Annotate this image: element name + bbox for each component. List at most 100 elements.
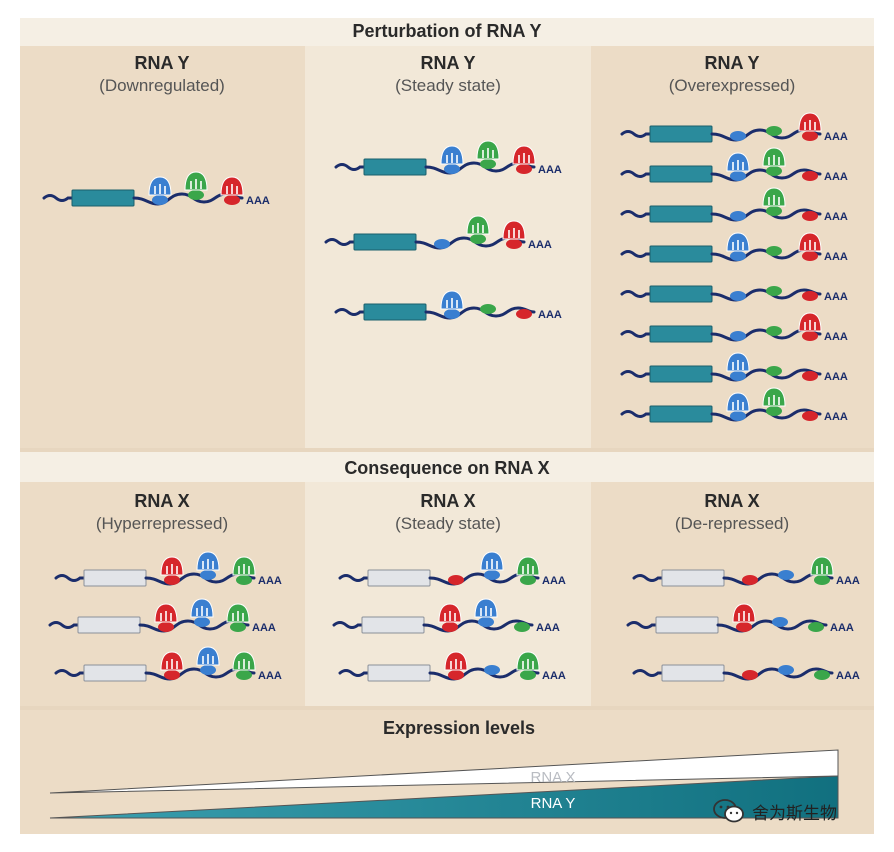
rna-y-coding-region xyxy=(649,245,713,263)
polya-tail-label: AAA xyxy=(538,164,562,176)
rna-backbone-5prime xyxy=(54,669,86,677)
top-header-bar xyxy=(20,18,874,46)
mirna-binding-site xyxy=(164,575,180,585)
rna-y-coding-region xyxy=(649,125,713,143)
mirna-binding-site xyxy=(444,164,460,174)
mirna-binding-site xyxy=(802,331,818,341)
mirna-complex-stripes xyxy=(202,654,214,664)
mirna-binding-site xyxy=(520,670,536,680)
mirna-complex-stripes xyxy=(226,184,238,194)
mirna-complex-stripes xyxy=(472,223,484,233)
mirna-binding-site xyxy=(730,251,746,261)
mirna-binding-site xyxy=(802,371,818,381)
mirna-binding-site xyxy=(194,617,210,627)
rna-molecule: AAA xyxy=(332,598,560,634)
mirna-complex-stripes xyxy=(768,395,780,405)
mirna-binding-site xyxy=(766,206,782,216)
rna-x-coding-region xyxy=(655,616,719,634)
rna-x-coding-region xyxy=(367,569,431,587)
mirna-binding-site xyxy=(802,251,818,261)
rna-x-steady-title: RNA X xyxy=(420,491,475,511)
mirna-binding-site xyxy=(742,575,758,585)
polya-tail-label: AAA xyxy=(542,670,566,682)
mirna-complex-stripes xyxy=(738,611,750,621)
rna-backbone-5prime xyxy=(334,308,366,316)
rna-y-coding-region xyxy=(649,165,713,183)
rna-backbone-5prime xyxy=(338,574,370,582)
polya-tail-label: AAA xyxy=(542,575,566,587)
mirna-binding-site xyxy=(448,670,464,680)
mirna-complex-stripes xyxy=(508,228,520,238)
polya-tail-label: AAA xyxy=(824,291,848,303)
rna-y-coding-region xyxy=(649,285,713,303)
rna-backbone-5prime xyxy=(42,194,74,202)
mirna-binding-site xyxy=(442,622,458,632)
mirna-complex-stripes xyxy=(196,606,208,616)
mirna-binding-site xyxy=(772,617,788,627)
rna-y-steady-title: RNA Y xyxy=(420,53,475,73)
rna-backbone-5prime xyxy=(334,163,366,171)
polya-tail-label: AAA xyxy=(824,411,848,423)
rna-backbone-5prime xyxy=(632,669,664,677)
rna-y-coding-region xyxy=(363,303,427,321)
mirna-binding-site xyxy=(236,670,252,680)
rna-molecule: AAA xyxy=(620,147,848,183)
mirna-complex-stripes xyxy=(480,606,492,616)
mirna-binding-site xyxy=(506,239,522,249)
rna-molecule: AAA xyxy=(632,664,860,682)
polya-tail-label: AAA xyxy=(824,371,848,383)
mirna-binding-site xyxy=(802,171,818,181)
mirna-binding-site xyxy=(730,211,746,221)
mirna-complex-stripes xyxy=(804,320,816,330)
rna-backbone-5prime xyxy=(324,238,356,246)
mirna-complex-stripes xyxy=(444,611,456,621)
mirna-complex-stripes xyxy=(446,298,458,308)
rna-x-derep-title: RNA X xyxy=(704,491,759,511)
rna-x-expression-label: RNA X xyxy=(530,769,575,786)
rna-molecule: AAA xyxy=(620,232,848,263)
rna-backbone-5prime xyxy=(620,130,652,138)
mirna-binding-site xyxy=(742,670,758,680)
rna-backbone-5prime xyxy=(626,621,658,629)
rna-x-derep-subtitle: (De-repressed) xyxy=(675,514,789,533)
mirna-complex-stripes xyxy=(166,659,178,669)
polya-tail-label: AAA xyxy=(258,670,282,682)
mirna-binding-site xyxy=(164,670,180,680)
mirna-complex-stripes xyxy=(450,659,462,669)
rna-x-coding-region xyxy=(661,664,725,682)
rna-x-hyper-subtitle: (Hyperrepressed) xyxy=(96,514,228,533)
polya-tail-label: AAA xyxy=(836,575,860,587)
mirna-binding-site xyxy=(484,570,500,580)
polya-tail-label: AAA xyxy=(824,171,848,183)
mirna-complex-stripes xyxy=(190,179,202,189)
rna-molecule: AAA xyxy=(620,312,848,343)
polya-tail-label: AAA xyxy=(824,211,848,223)
mirna-binding-site xyxy=(236,575,252,585)
rna-molecule: AAA xyxy=(632,556,860,587)
mirna-binding-site xyxy=(802,411,818,421)
mirna-complex-stripes xyxy=(804,120,816,130)
rna-y-expression-wedge xyxy=(49,775,839,819)
rna-backbone-5prime xyxy=(620,330,652,338)
polya-tail-label: AAA xyxy=(824,131,848,143)
rna-molecule: AAA xyxy=(620,112,848,143)
polya-tail-label: AAA xyxy=(824,331,848,343)
mirna-binding-site xyxy=(730,371,746,381)
mirna-binding-site xyxy=(516,164,532,174)
top-header-title: Perturbation of RNA Y xyxy=(352,21,541,41)
rna-x-expression-wedge xyxy=(49,749,839,794)
polya-tail-label: AAA xyxy=(528,239,552,251)
mirna-binding-site xyxy=(778,665,794,675)
rna-molecule: AAA xyxy=(620,387,848,423)
watermark: 舍为斯生物 xyxy=(712,796,837,826)
rna-y-down-title: RNA Y xyxy=(134,53,189,73)
mirna-complex-stripes xyxy=(816,564,828,574)
mirna-binding-site xyxy=(766,286,782,296)
mirna-binding-site xyxy=(808,622,824,632)
rna-x-hyper-title: RNA X xyxy=(134,491,189,511)
watermark-text: 舍为斯生物 xyxy=(752,803,837,824)
rna-backbone-5prime xyxy=(632,574,664,582)
wechat-icon xyxy=(713,799,744,823)
rna-molecule: AAA xyxy=(626,603,854,634)
panel-rna-y-down xyxy=(20,46,305,448)
